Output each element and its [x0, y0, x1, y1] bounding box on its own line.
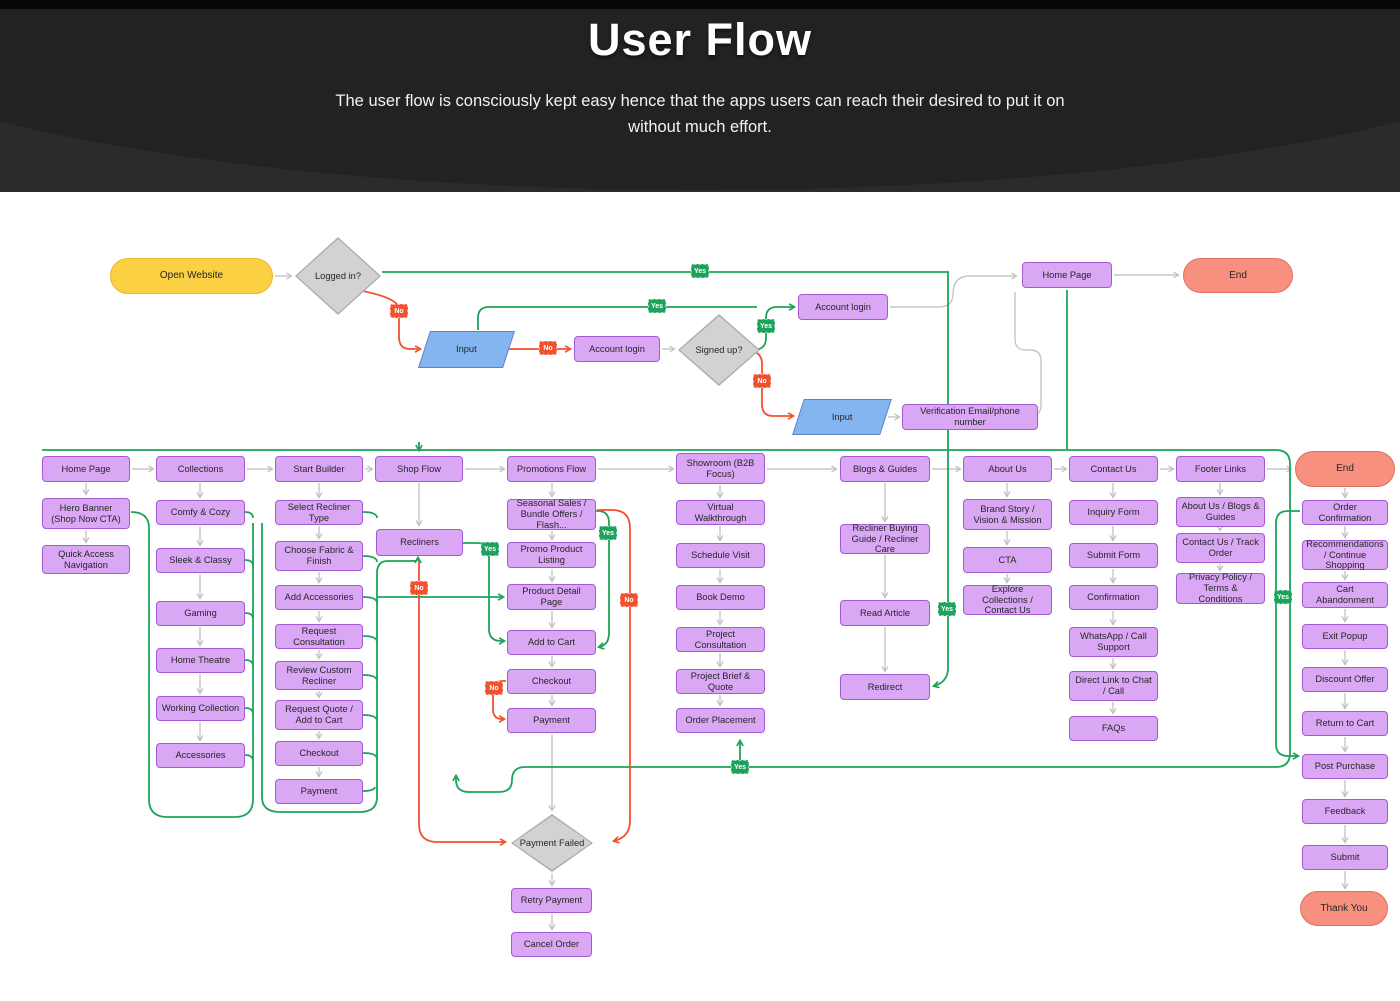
page-title: User Flow — [587, 14, 813, 65]
flow-node-home-page-top: Home Page — [1022, 262, 1112, 288]
flow-node-working-collection: Working Collection — [156, 696, 245, 721]
flow-node-input-login: Input — [417, 331, 516, 368]
header-top-strip — [0, 0, 1400, 9]
flow-node-inquiry-form: Inquiry Form — [1069, 500, 1158, 525]
no-label-badge: No — [539, 341, 557, 355]
flow-node-gaming: Gaming — [156, 601, 245, 626]
flow-node-redirect: Redirect — [840, 674, 930, 700]
flow-node-review-custom: Review Custom Recliner — [275, 661, 363, 690]
flow-node-schedule-visit: Schedule Visit — [676, 543, 765, 568]
page-header: User Flow The user flow is consciously k… — [0, 0, 1400, 192]
header-curve-decoration — [0, 0, 1400, 190]
flow-node-cart-abandonment: Cart Abandonment — [1302, 582, 1388, 608]
flow-node-sleek-classy: Sleek & Classy — [156, 548, 245, 573]
flow-node-faqs: FAQs — [1069, 716, 1158, 741]
flow-node-col-home-page: Home Page — [42, 456, 130, 482]
flow-node-logged-in: Logged in? — [295, 237, 381, 315]
flow-node-request-consultation: Request Consultation — [275, 624, 363, 649]
flow-node-order-placement: Order Placement — [676, 708, 765, 733]
flow-node-about-blogs: About Us / Blogs & Guides — [1176, 497, 1265, 527]
flow-node-promo-listing: Promo Product Listing — [507, 542, 596, 568]
flow-node-recommendations: Recommendations / Continue Shopping — [1302, 539, 1388, 570]
flow-node-col-showroom: Showroom (B2B Focus) — [676, 453, 765, 484]
flow-node-product-detail: Product Detail Page — [507, 584, 596, 610]
flow-node-post-purchase: Post Purchase — [1302, 754, 1388, 779]
yes-label-badge: Yes — [757, 319, 775, 333]
yes-label-badge: Yes — [599, 526, 617, 540]
yes-label-badge: Yes — [691, 264, 709, 278]
yes-label-badge: Yes — [938, 602, 956, 616]
flow-node-col-shop-flow: Shop Flow — [375, 456, 463, 482]
flow-node-recliners: Recliners — [376, 529, 463, 556]
flow-node-payment-builder: Payment — [275, 779, 363, 804]
flow-node-request-quote: Request Quote / Add to Cart — [275, 700, 363, 730]
flow-node-read-article: Read Article — [840, 600, 930, 626]
flow-node-thank-you: Thank You — [1300, 891, 1388, 926]
flow-node-direct-link: Direct Link to Chat / Call — [1069, 671, 1158, 701]
flow-node-privacy-policy: Privacy Policy / Terms & Conditions — [1176, 572, 1265, 604]
flow-node-add-to-cart: Add to Cart — [507, 630, 596, 655]
flow-node-open-website: Open Website — [110, 258, 273, 294]
flow-node-add-accessories: Add Accessories — [275, 585, 363, 610]
flow-node-hero-banner: Hero Banner (Shop Now CTA) — [42, 498, 130, 529]
flow-node-payment-promo: Payment — [507, 708, 596, 733]
no-label-badge: No — [485, 681, 503, 695]
flow-node-seasonal-sales: Seasonal Sales / Bundle Offers / Flash..… — [507, 498, 596, 530]
flow-node-verification: Verification Email/phone number — [902, 404, 1038, 430]
flow-node-explore-collections: Explore Collections / Contact Us — [963, 584, 1052, 615]
yes-label-badge: Yes — [731, 760, 749, 774]
flow-node-col-footer: Footer Links — [1176, 456, 1265, 482]
flow-node-retry-payment: Retry Payment — [511, 888, 592, 913]
flow-node-col-about: About Us — [963, 456, 1052, 482]
flow-node-input-signup: Input — [792, 399, 892, 435]
flow-node-virtual-walkthrough: Virtual Walkthrough — [676, 500, 765, 525]
no-label-badge: No — [410, 581, 428, 595]
flow-node-submit-form: Submit Form — [1069, 543, 1158, 568]
flow-node-end-grid: End — [1295, 451, 1395, 487]
flow-node-payment-failed: Payment Failed — [511, 814, 593, 872]
yes-label-badge: Yes — [481, 542, 499, 556]
flow-node-signed-up: Signed up? — [678, 314, 760, 386]
flow-node-account-login-2: Account login — [798, 294, 888, 320]
flow-node-checkout-promo: Checkout — [507, 669, 596, 694]
flow-node-return-to-cart: Return to Cart — [1302, 711, 1388, 736]
flow-node-end-top: End — [1183, 258, 1293, 293]
flow-node-checkout-builder: Checkout — [275, 741, 363, 766]
flow-node-choose-fabric: Choose Fabric & Finish — [275, 541, 363, 571]
yes-label-badge: Yes — [1274, 590, 1292, 604]
flow-node-submit: Submit — [1302, 845, 1388, 870]
flow-node-confirmation: Confirmation — [1069, 585, 1158, 610]
page-subtitle: The user flow is consciously kept easy h… — [335, 92, 1065, 137]
flow-node-project-consultation: Project Consultation — [676, 627, 765, 652]
flow-node-cta: CTA — [963, 547, 1052, 573]
flow-node-buying-guide: Recliner Buying Guide / Recliner Care — [840, 523, 930, 554]
flow-node-col-blogs: Blogs & Guides — [840, 456, 930, 482]
no-label-badge: No — [753, 374, 771, 388]
flow-node-account-login-1: Account login — [574, 336, 660, 362]
flow-node-whatsapp-support: WhatsApp / Call Support — [1069, 627, 1158, 657]
flow-node-col-promotions: Promotions Flow — [507, 456, 596, 482]
no-label-badge: No — [620, 593, 638, 607]
no-label-badge: No — [390, 304, 408, 318]
flow-node-col-start-builder: Start Builder — [275, 456, 363, 482]
flow-node-order-confirmation: Order Confirmation — [1302, 500, 1388, 525]
flow-node-home-theatre: Home Theatre — [156, 648, 245, 673]
flow-node-select-recliner: Select Recliner Type — [275, 500, 363, 525]
flow-node-col-contact: Contact Us — [1069, 456, 1158, 482]
flow-node-book-demo: Book Demo — [676, 585, 765, 610]
flow-node-feedback: Feedback — [1302, 799, 1388, 824]
yes-label-badge: Yes — [648, 299, 666, 313]
flow-node-discount-offer: Discount Offer — [1302, 667, 1388, 692]
flow-node-accessories: Accessories — [156, 743, 245, 768]
flow-node-project-brief: Project Brief & Quote — [676, 669, 765, 694]
flow-node-cancel-order: Cancel Order — [511, 932, 592, 957]
flow-node-brand-story: Brand Story / Vision & Mission — [963, 499, 1052, 530]
flow-node-comfy-cozy: Comfy & Cozy — [156, 500, 245, 525]
flow-node-contact-track: Contact Us / Track Order — [1176, 533, 1265, 563]
flow-node-quick-access: Quick Access Navigation — [42, 545, 130, 574]
flow-node-col-collections: Collections — [156, 456, 245, 482]
flow-node-exit-popup: Exit Popup — [1302, 624, 1388, 649]
